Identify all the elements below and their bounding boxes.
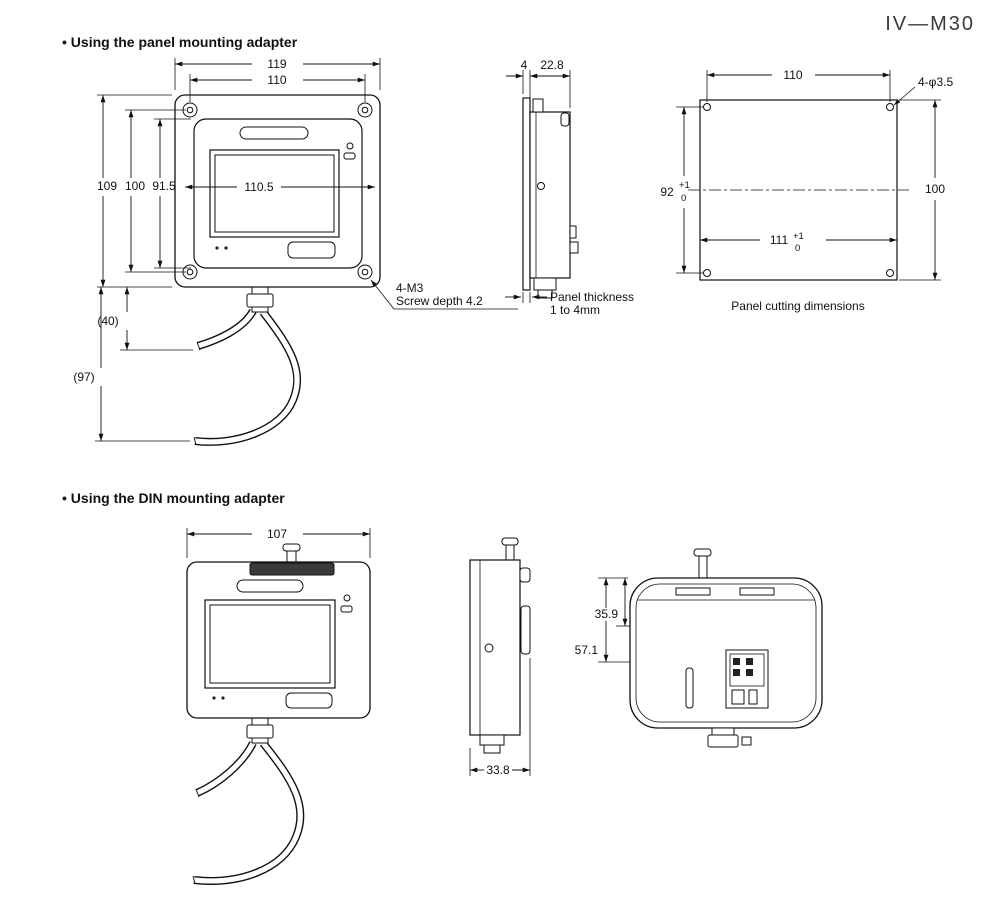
cutout-dim-92-tol-zero: 0 xyxy=(681,193,686,204)
cutout-dim-92: 92 xyxy=(660,185,674,199)
screw-note-line1: 4-M3 xyxy=(396,281,424,295)
din-rear-dimensions: 35.9 57.1 xyxy=(566,577,630,663)
cutout-dim-111: 111 xyxy=(770,233,789,247)
cutout-dim-92-tol-plus: +1 xyxy=(679,180,690,191)
product-title: IV—M30 xyxy=(885,13,975,35)
panel-thickness-line2: 1 to 4mm xyxy=(550,303,600,317)
din-side-dimensions: 33.8 xyxy=(469,658,531,777)
panel-side-dimensions: 4 22.8 Panel thickness 1 to 4mm xyxy=(505,58,634,317)
panel-front-dimensions: 119 110 109 100 91.5 110.5 (40) (97) 4-M… xyxy=(73,57,518,442)
cutout-hole-note: 4-φ3.5 xyxy=(918,75,953,89)
panel-heading: • Using the panel mounting adapter xyxy=(62,34,298,50)
dim-33-8: 33.8 xyxy=(486,763,510,777)
cutout-dim-110: 110 xyxy=(783,68,802,82)
dim-109: 109 xyxy=(97,179,117,193)
dim-4: 4 xyxy=(521,58,528,72)
screw-note-line2: Screw depth 4.2 xyxy=(396,294,483,308)
panel-front-view xyxy=(174,94,381,446)
dim-100: 100 xyxy=(125,179,145,193)
panel-cutout-dimensions: 110 4-φ3.5 92 +1 0 100 111 +1 0 Panel cu… xyxy=(660,68,953,313)
cutout-dim-111-tol-plus: +1 xyxy=(793,231,804,242)
din-side-view xyxy=(469,537,531,754)
din-rear-view xyxy=(629,548,823,748)
dim-97: (97) xyxy=(73,370,94,384)
dim-35-9: 35.9 xyxy=(595,607,619,621)
panel-thickness-line1: Panel thickness xyxy=(550,290,634,304)
dim-91-5: 91.5 xyxy=(152,179,176,193)
din-front-dimensions: 107 xyxy=(186,527,371,558)
dim-57-1: 57.1 xyxy=(575,643,599,657)
cutout-dim-111-tol-zero: 0 xyxy=(795,243,800,254)
panel-side-view xyxy=(522,97,579,299)
dim-40: (40) xyxy=(97,314,118,328)
dim-22-8: 22.8 xyxy=(540,58,564,72)
cutout-caption: Panel cutting dimensions xyxy=(731,299,864,313)
dim-119: 119 xyxy=(267,57,286,71)
cutout-dim-100: 100 xyxy=(925,182,945,196)
din-heading: • Using the DIN mounting adapter xyxy=(62,490,285,506)
dim-110-5: 110.5 xyxy=(244,180,273,194)
panel-cutout-view xyxy=(688,99,909,281)
dim-110: 110 xyxy=(267,73,286,87)
din-front-view xyxy=(186,543,371,885)
dim-107: 107 xyxy=(267,527,287,541)
